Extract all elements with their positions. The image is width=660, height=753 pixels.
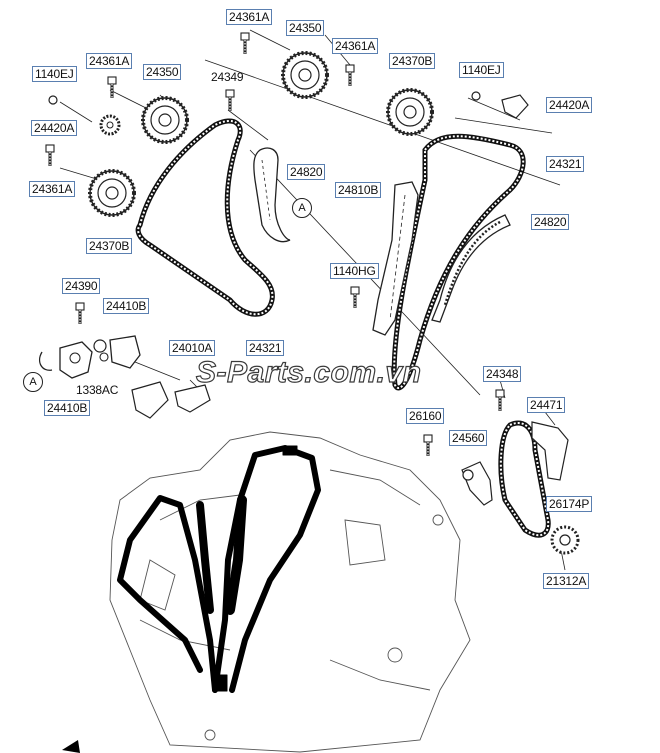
label-1338AC: 1338AC: [76, 383, 119, 397]
watermark: S-Parts.com.vn: [195, 355, 422, 389]
label-24348: 24348: [483, 366, 522, 382]
bolt-24361A-mid: [344, 63, 356, 88]
label-24420A-left: 24420A: [31, 120, 78, 136]
screw-1140EJ-right: [471, 91, 481, 101]
bolt-24361A-low: [44, 143, 56, 168]
bolt-24348: [494, 388, 506, 413]
bolt-26160: [422, 433, 434, 458]
sprocket-24370B-left: [88, 169, 136, 217]
label-24361A-top: 24361A: [226, 9, 273, 25]
pin-24349: [224, 88, 236, 113]
label-24820-right: 24820: [531, 214, 570, 230]
left-timing-chain: [135, 118, 275, 317]
label-24361A-mid: 24361A: [332, 38, 379, 54]
label-1140HG: 1140HG: [330, 263, 379, 279]
label-24370B-top: 24370B: [389, 53, 436, 69]
label-24810B: 24810B: [335, 182, 382, 198]
oil-pump-chain: [498, 420, 551, 538]
tensioner-24410B: [38, 335, 141, 379]
bolt-24361A-left: [106, 75, 118, 100]
tensioner-24560: [461, 461, 493, 506]
callout-a-top: A: [292, 198, 312, 218]
crank-sprocket: [550, 525, 580, 555]
direction-arrow: [62, 740, 80, 753]
label-24410B-bottom: 24410B: [44, 400, 91, 416]
sprocket-24350-top: [281, 51, 329, 99]
label-24350-top: 24350: [286, 20, 325, 36]
gear-24420A-left: [99, 114, 121, 136]
actuator-24420A-right: [501, 94, 529, 119]
label-24471: 24471: [527, 397, 566, 413]
label-1140EJ-left: 1140EJ: [32, 66, 77, 82]
label-24361A-low: 24361A: [29, 181, 76, 197]
guide-24820-right: [431, 214, 511, 323]
guide-24471: [531, 421, 569, 481]
guide-24810B: [372, 181, 419, 336]
engine-block-outline: [109, 431, 471, 753]
screw-1140EJ-left: [48, 95, 58, 105]
chain-on-block: [117, 445, 321, 693]
label-24390: 24390: [62, 278, 101, 294]
right-timing-chain: [391, 133, 526, 391]
guide-24820-left: [253, 147, 291, 243]
label-24010A: 24010A: [169, 340, 216, 356]
bolt-24390: [74, 301, 86, 326]
label-1140EJ-right: 1140EJ: [459, 62, 504, 78]
label-24410B-top: 24410B: [103, 298, 150, 314]
label-24370B-left: 24370B: [86, 238, 133, 254]
label-24350-left: 24350: [143, 64, 182, 80]
label-24321-left: 24321: [246, 340, 285, 356]
bolt-1140HG: [349, 285, 361, 310]
bolt-24361A-top: [239, 31, 251, 56]
gasket-24010A: [131, 381, 211, 419]
label-24820-left: 24820: [287, 164, 326, 180]
callout-a-left: A: [23, 372, 43, 392]
label-24349: 24349: [211, 70, 244, 84]
label-24321-right: 24321: [546, 156, 585, 172]
label-24420A-right: 24420A: [546, 97, 593, 113]
sprocket-24350-left: [141, 96, 189, 144]
sprocket-24370B-top: [386, 88, 434, 136]
label-24560: 24560: [449, 430, 488, 446]
label-21312A: 21312A: [543, 573, 590, 589]
label-24361A-left: 24361A: [86, 53, 133, 69]
label-26160: 26160: [406, 408, 445, 424]
label-26174P: 26174P: [546, 496, 593, 512]
